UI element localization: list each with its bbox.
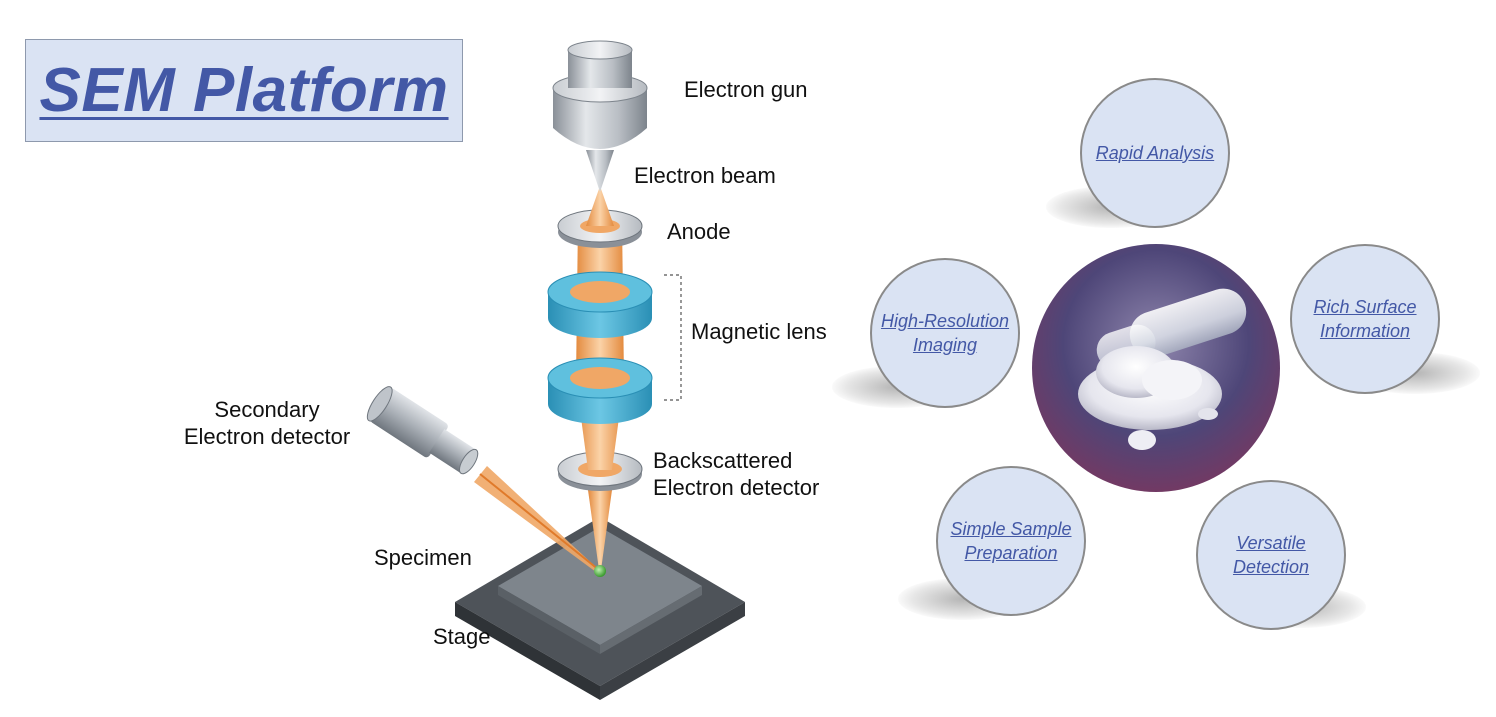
feature-rich-surface-info: Rich Surface Information bbox=[1290, 244, 1440, 394]
feature-rapid-analysis: Rapid Analysis bbox=[1080, 78, 1230, 228]
stage bbox=[455, 517, 745, 700]
feature-label: Rich Surface Information bbox=[1313, 297, 1417, 341]
feature-high-resolution-imaging: High-Resolution Imaging bbox=[870, 258, 1020, 408]
beam-upper bbox=[586, 186, 614, 226]
lens-bracket bbox=[664, 274, 682, 401]
feature-label: Simple Sample Preparation bbox=[950, 519, 1072, 563]
secondary-detector-shape bbox=[366, 386, 600, 572]
label-backscattered-detector: Backscattered Electron detector bbox=[653, 448, 820, 500]
magnetic-lens-lower bbox=[547, 357, 653, 424]
label-specimen: Specimen bbox=[374, 545, 472, 570]
feature-label: High-Resolution Imaging bbox=[880, 311, 1010, 355]
beam-middle bbox=[576, 220, 624, 470]
specimen-dot bbox=[594, 565, 606, 577]
label-stage: Stage bbox=[433, 624, 491, 649]
label-secondary-detector: Secondary Electron detector bbox=[183, 397, 351, 449]
label-anode: Anode bbox=[667, 219, 731, 244]
feature-label: Rapid Analysis bbox=[1095, 143, 1215, 163]
label-magnetic-lens: Magnetic lens bbox=[691, 319, 827, 344]
feature-simple-sample-prep: Simple Sample Preparation bbox=[936, 466, 1086, 616]
feature-label: Versatile Detection bbox=[1232, 533, 1310, 577]
title-box: SEM Platform bbox=[25, 39, 463, 142]
sample-photo bbox=[1032, 244, 1280, 492]
magnetic-lens-upper bbox=[547, 271, 653, 338]
feature-versatile-detection: Versatile Detection bbox=[1196, 480, 1346, 630]
label-electron-beam: Electron beam bbox=[634, 163, 776, 188]
beam-lower bbox=[588, 490, 612, 570]
page-title: SEM Platform bbox=[39, 56, 449, 125]
label-electron-gun: Electron gun bbox=[684, 77, 808, 102]
electron-gun-shape bbox=[552, 40, 648, 192]
